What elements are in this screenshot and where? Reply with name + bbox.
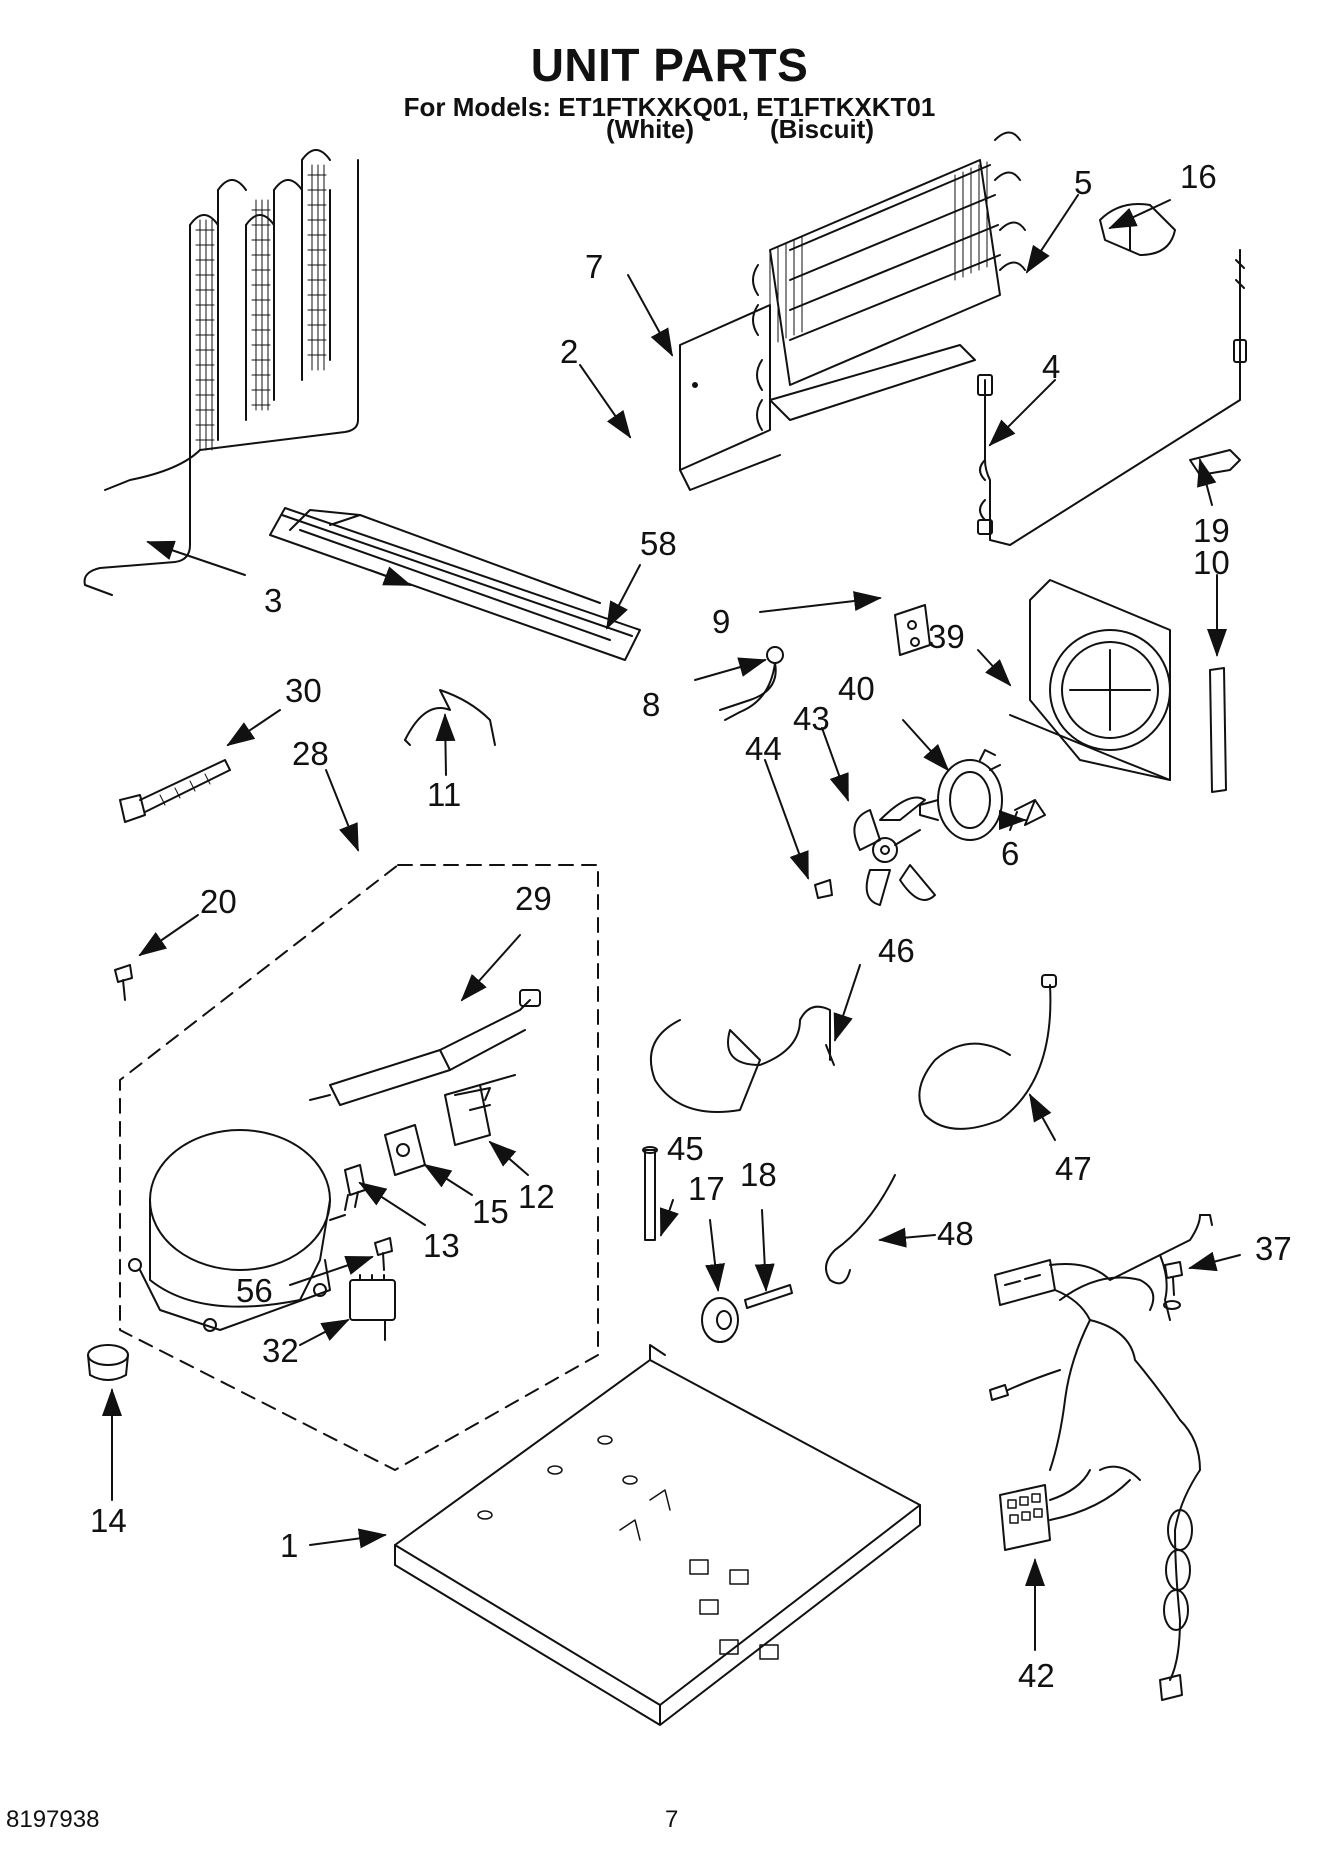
callout-58: 58	[640, 525, 677, 562]
pin	[642, 1146, 658, 1241]
screw-37	[1163, 1261, 1183, 1310]
callout-40: 40	[838, 670, 875, 707]
callout-19: 19	[1193, 512, 1230, 549]
condenser-coil	[83, 149, 359, 596]
compressor	[128, 1129, 346, 1332]
callout-45: 45	[667, 1130, 704, 1167]
callout-1: 1	[280, 1527, 298, 1564]
callout-17: 17	[688, 1170, 725, 1207]
callout-16: 16	[1180, 158, 1217, 195]
callout-2: 2	[560, 333, 578, 370]
callout-30: 30	[285, 672, 322, 709]
callout-3: 3	[264, 582, 282, 619]
capacitor	[349, 1274, 396, 1341]
callout-labels: 1 2 3 4 5 6 7 8 9 10 11 12 13 14 15 16 1…	[90, 158, 1292, 1694]
variant-white-label: (White)	[606, 114, 695, 144]
callout-42: 42	[1018, 1657, 1055, 1694]
callout-12: 12	[518, 1178, 555, 1215]
evaporator-bracket	[679, 304, 781, 491]
start-relay	[444, 1074, 516, 1146]
tube-47	[918, 974, 1057, 1130]
callout-29: 29	[515, 880, 552, 917]
leader-arrows	[102, 194, 1241, 1651]
fan-motor	[919, 749, 1003, 841]
tube-48	[825, 1174, 896, 1285]
wire-spring	[404, 689, 496, 746]
sensor-wire	[719, 646, 784, 721]
callout-9: 9	[712, 603, 730, 640]
callout-47: 47	[1055, 1150, 1092, 1187]
variant-biscuit-label: (Biscuit)	[770, 114, 874, 144]
blade-clip	[814, 879, 833, 899]
callout-14: 14	[90, 1502, 127, 1539]
callout-37: 37	[1255, 1230, 1292, 1267]
callout-46: 46	[878, 932, 915, 969]
callout-44: 44	[745, 730, 782, 767]
defrost-thermostat	[977, 249, 1247, 546]
fan-blade	[853, 796, 936, 906]
evaporator	[752, 131, 1026, 431]
callout-8: 8	[642, 686, 660, 723]
callout-5: 5	[1074, 164, 1092, 201]
callout-7: 7	[585, 248, 603, 285]
callout-15: 15	[472, 1193, 509, 1230]
tube-46	[650, 1005, 835, 1113]
page-number: 7	[665, 1806, 679, 1833]
callout-48: 48	[937, 1215, 974, 1252]
grommet	[87, 1344, 129, 1381]
callout-10: 10	[1193, 544, 1230, 581]
cable-tie	[119, 759, 231, 823]
terminal-cover	[344, 1164, 366, 1211]
base-pan	[394, 1344, 921, 1726]
page-header: UNIT PARTS For Models: ET1FTKXKQ01, ET1F…	[0, 0, 1339, 144]
document-number: 8197938	[6, 1806, 100, 1833]
screw-20	[114, 964, 133, 1001]
screw-6	[1009, 799, 1046, 831]
filter-drier	[309, 989, 541, 1106]
fan-shroud	[1009, 579, 1171, 781]
callout-43: 43	[793, 700, 830, 737]
wire-harness	[989, 1214, 1213, 1701]
callout-56: 56	[236, 1272, 273, 1309]
callout-20: 20	[200, 883, 237, 920]
cover-cap	[1099, 203, 1176, 256]
callout-4: 4	[1042, 348, 1060, 385]
callout-39: 39	[928, 618, 965, 655]
screw-56	[374, 1237, 393, 1271]
callout-18: 18	[740, 1156, 777, 1193]
callout-11: 11	[427, 776, 461, 813]
mounting-bracket	[894, 604, 931, 656]
callout-13: 13	[423, 1227, 460, 1264]
callout-6: 6	[1001, 835, 1019, 872]
models-line: For Models: ET1FTKXKQ01, ET1FTKXKT01	[403, 92, 936, 122]
clip	[1189, 449, 1241, 476]
callout-28: 28	[292, 735, 329, 772]
callout-32: 32	[262, 1332, 299, 1369]
roller	[701, 1297, 739, 1343]
axle-pin	[744, 1284, 793, 1309]
compressor-group-outline	[119, 864, 599, 1471]
gasket-strip	[1209, 667, 1227, 793]
page-title: UNIT PARTS	[530, 39, 809, 91]
overload-protector	[384, 1124, 426, 1176]
drain-pan	[269, 507, 641, 661]
